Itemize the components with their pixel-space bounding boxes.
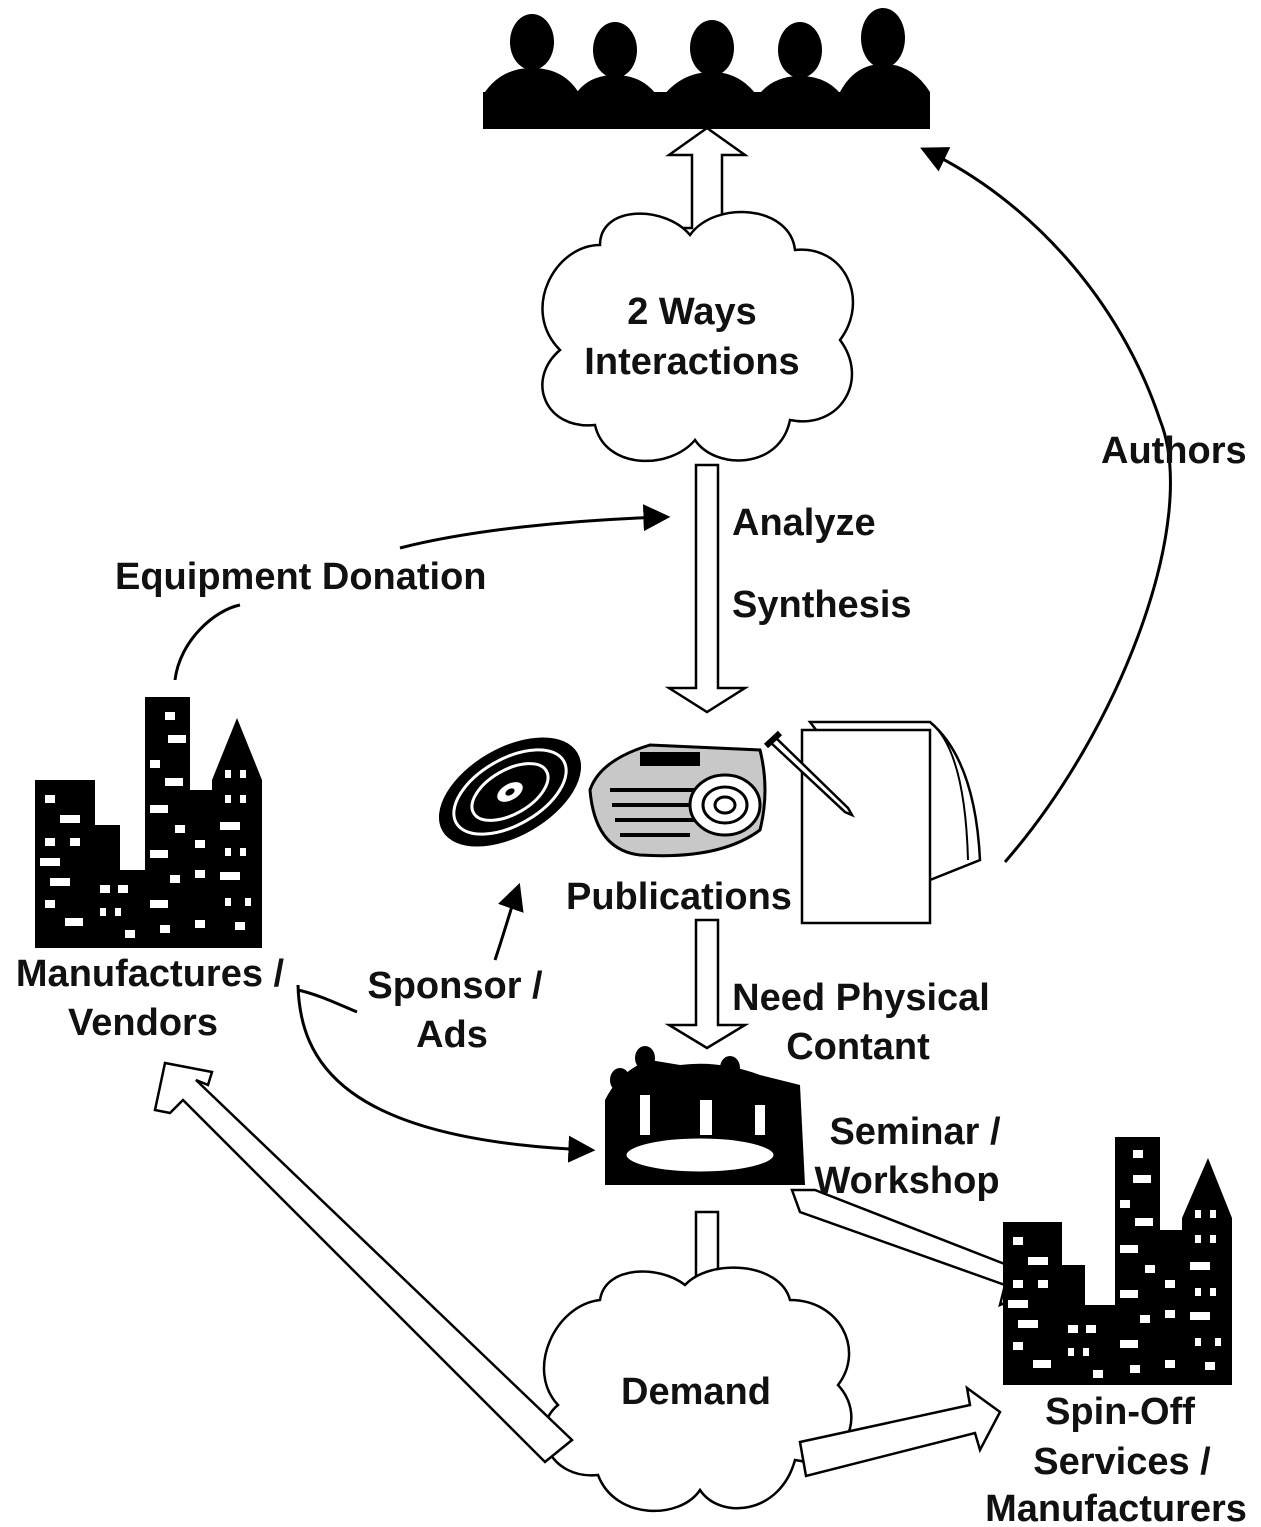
interactions-cloud (541, 210, 855, 463)
newspaper-icon (588, 743, 767, 858)
need-physical-label-line2: Contant (786, 1026, 930, 1068)
sponsor-label-line2: Ads (416, 1014, 488, 1056)
spin-off-label-line1: Spin-Off (1045, 1391, 1195, 1433)
demand-to-vendors-arrow (153, 1061, 574, 1464)
seminar-to-spinoff-arrow (790, 1188, 1037, 1308)
sponsor-arrow (493, 882, 524, 961)
equipment-donation-arrow (399, 504, 671, 550)
authors-curve (920, 147, 1172, 863)
publications-label: Publications (566, 876, 792, 918)
analyze-label: Analyze (732, 502, 876, 544)
manufactures-label-line2: Vendors (68, 1002, 218, 1044)
spin-off-label-line3: Manufacturers (985, 1488, 1247, 1527)
spin-off-label-line2: Services / (1033, 1441, 1211, 1483)
demand-label: Demand (621, 1371, 771, 1413)
manufactures-link-stub (297, 988, 358, 1014)
authors-label: Authors (1101, 430, 1247, 472)
manufactures-label-line1: Manufactures / (16, 953, 285, 995)
notepad-pencil-icon (763, 720, 982, 925)
equipment-donation-curve (173, 603, 241, 681)
city-buildings-icon (35, 697, 262, 948)
seminar-label-line2: Workshop (814, 1160, 999, 1202)
sponsor-label-line1: Sponsor / (367, 965, 543, 1007)
city-buildings-icon (1003, 1137, 1232, 1385)
need-physical-arrow (664, 918, 750, 1050)
seminar-label-line1: Seminar / (829, 1111, 1001, 1153)
meeting-group-icon (605, 1046, 805, 1185)
need-physical-label-line1: Need Physical (732, 977, 990, 1019)
analyze-arrow (664, 463, 750, 714)
manufactures-seminar-curve (296, 984, 596, 1163)
audience-silhouette-icon (483, 8, 930, 129)
equipment-donation-label: Equipment Donation (115, 556, 487, 598)
interactions-label-line2: Interactions (584, 341, 799, 383)
compact-disc-icon (438, 737, 582, 847)
demand-to-spinoff-arrow (798, 1385, 1002, 1478)
interactions-label-line1: 2 Ways (627, 291, 757, 333)
synthesis-label: Synthesis (732, 584, 912, 626)
